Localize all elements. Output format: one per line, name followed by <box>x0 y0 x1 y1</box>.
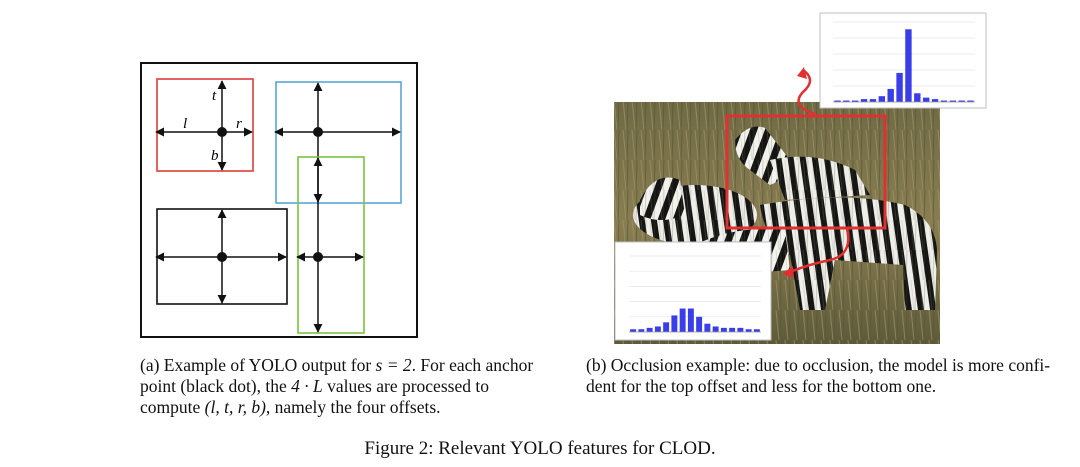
histogram-bar <box>834 100 841 102</box>
histogram-bar <box>869 99 877 102</box>
zebra-photo <box>614 102 940 344</box>
histogram-bar <box>654 326 661 332</box>
histogram-bar <box>720 327 727 332</box>
bottom-histogram-bars <box>629 255 761 333</box>
histogram-bar <box>704 323 711 332</box>
occlusion-svg <box>614 12 987 344</box>
caption-a-math-ltrb: (l, t, r, b) <box>204 397 266 417</box>
histogram-bar <box>931 99 939 102</box>
caption-a-math-4l: 4 · L <box>291 376 323 396</box>
histogram-bar <box>753 329 760 332</box>
histogram-bar <box>712 326 719 332</box>
yolo-diagram-svg: t l r b <box>140 62 418 338</box>
histogram-bar <box>729 327 736 332</box>
histogram-bar <box>687 308 694 332</box>
arrow-to-top-histogram <box>797 68 816 116</box>
top-offset-histogram <box>819 12 987 109</box>
histogram-bar <box>745 329 752 332</box>
histogram-bar <box>737 327 744 332</box>
caption-a-math-s: s = 2 <box>375 355 412 375</box>
caption-a-line2-post: values are processed to <box>322 376 489 396</box>
histogram-bar <box>663 322 670 332</box>
outer-frame <box>140 62 418 338</box>
histogram-bar <box>896 72 903 102</box>
caption-a-line1-pre: (a) Example of YOLO output for <box>140 355 376 375</box>
bottom-offset-histogram <box>614 241 772 341</box>
histogram-bar <box>967 100 974 102</box>
histogram-bar <box>843 100 850 102</box>
label-top: t <box>212 88 217 104</box>
histogram-bar <box>922 97 930 102</box>
histogram-bar <box>671 315 678 332</box>
figure-caption: Figure 2: Relevant YOLO features for CLO… <box>364 438 716 459</box>
label-right: r <box>236 116 242 132</box>
histogram-bar <box>638 329 645 332</box>
histogram-bar <box>630 329 637 332</box>
histogram-bar <box>696 316 703 332</box>
caption-a-line1-post: . For each anchor <box>411 355 534 375</box>
anchor-point <box>217 252 227 262</box>
histogram-bar <box>878 96 886 102</box>
anchor-point <box>313 252 323 262</box>
red-bounding-box <box>156 78 254 172</box>
histogram-bar <box>914 93 921 102</box>
green-bounding-box <box>297 156 365 334</box>
caption-a-line2-pre: point (black dot), the <box>140 376 292 396</box>
histogram-bar <box>646 327 653 332</box>
caption-b: (b) Occlusion example: due to occlusion,… <box>586 355 1056 397</box>
histogram-bar <box>940 100 948 102</box>
anchor-point <box>217 127 227 137</box>
caption-a: (a) Example of YOLO output for s = 2. Fo… <box>140 355 560 418</box>
top-histogram-bars <box>833 21 975 103</box>
arrow-to-bottom-histogram <box>789 227 850 274</box>
caption-b-line1: (b) Occlusion example: due to occlusion,… <box>586 355 1051 375</box>
histogram-bar <box>887 88 894 102</box>
caption-a-line3-post: , namely the four offsets. <box>265 397 441 417</box>
blue-bounding-box <box>275 81 402 204</box>
histogram-bar <box>851 100 859 102</box>
label-left: l <box>183 116 187 132</box>
caption-a-line3-pre: compute <box>140 397 205 417</box>
caption-b-line2: dent for the top offset and less for the… <box>586 376 937 396</box>
histogram-bar <box>958 100 965 102</box>
histogram-bar <box>949 100 957 102</box>
yolo-output-diagram: t l r b <box>140 62 418 338</box>
histogram-bar <box>860 99 868 102</box>
label-bottom: b <box>211 148 219 164</box>
histogram-bar <box>905 29 912 102</box>
histogram-bar <box>679 308 686 332</box>
anchor-point <box>313 127 323 137</box>
occluded-detection-box <box>725 114 887 230</box>
occlusion-example <box>585 10 1005 345</box>
